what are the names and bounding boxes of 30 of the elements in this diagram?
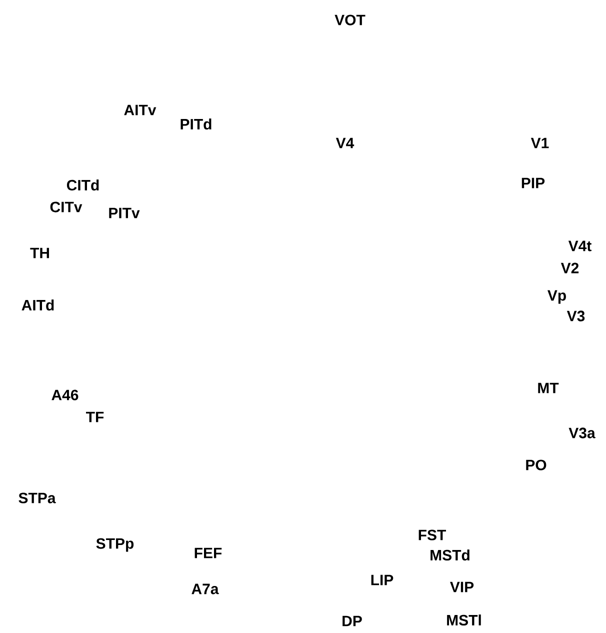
area-label: VOT	[334, 14, 366, 26]
area-label: PITd	[180, 118, 212, 130]
area-label: V2	[560, 262, 579, 274]
area-label: FEF	[194, 548, 222, 558]
area-label: MSTl	[447, 614, 481, 626]
area-label: VIP	[450, 582, 474, 592]
area-label: TF	[86, 412, 104, 422]
area-label: V3a	[568, 428, 596, 438]
area-label: FST	[418, 530, 446, 540]
area-label: PITv	[109, 208, 140, 218]
area-label: Vp	[548, 290, 566, 304]
area-label: CITv	[50, 202, 82, 212]
area-label: V3	[566, 310, 585, 322]
area-label: LIP	[371, 574, 394, 586]
area-label: MT	[538, 382, 559, 394]
area-label: PIP	[522, 178, 545, 188]
area-label: TH	[30, 248, 49, 258]
area-label: AITd	[22, 300, 54, 310]
area-label: V4t	[568, 240, 592, 252]
area-label: STPa	[18, 492, 56, 504]
area-label: CITd	[66, 180, 99, 190]
area-label: V4	[336, 138, 354, 148]
area-label: AITv	[124, 104, 156, 116]
area-label: DP	[342, 616, 362, 626]
area-label: V1	[530, 138, 549, 148]
area-label: STPp	[96, 538, 134, 552]
area-label: PO	[526, 460, 546, 470]
area-label: A7a	[192, 584, 219, 594]
area-label: A46	[52, 390, 78, 400]
area-label: MSTd	[430, 550, 470, 560]
